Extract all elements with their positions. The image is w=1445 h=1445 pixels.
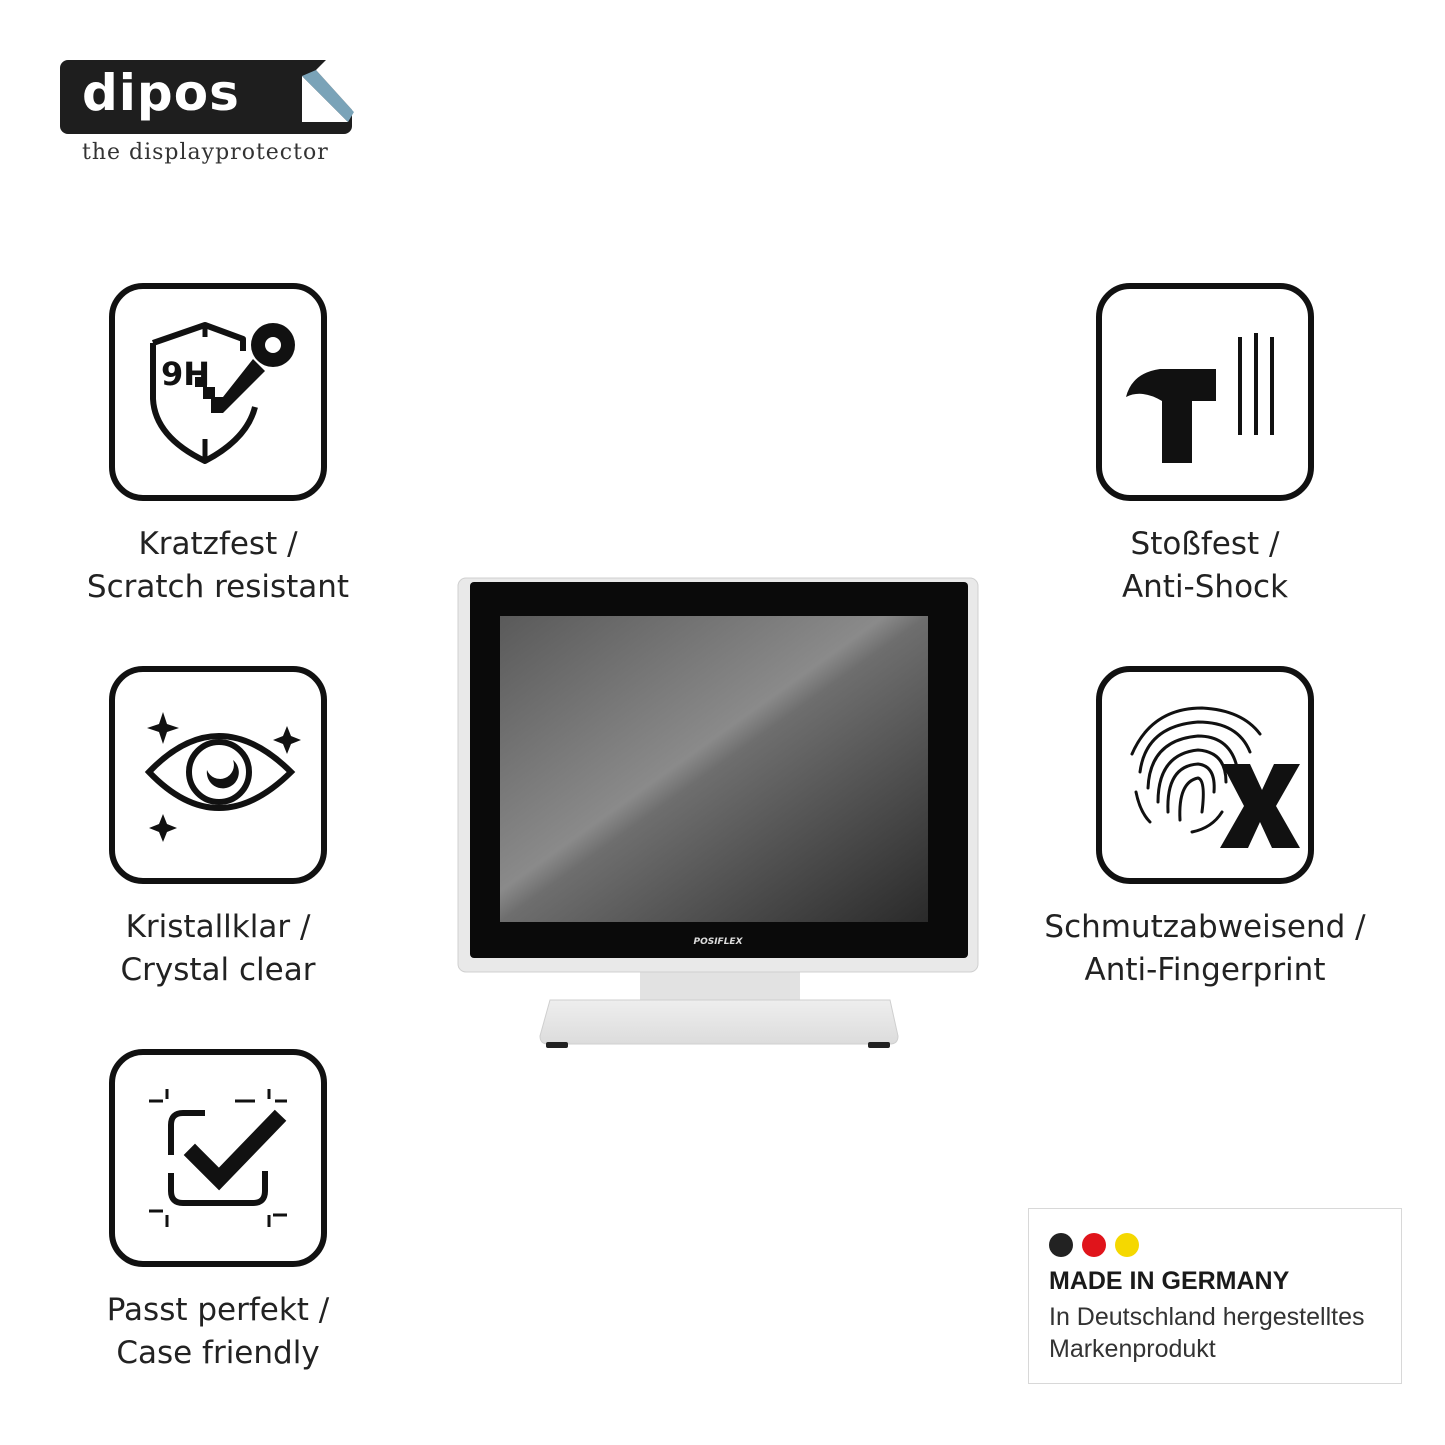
dipos-logo: dipos the displayprotector [60,60,360,180]
feature-label-en: Case friendly [116,1335,320,1371]
logo-tagline: the displayprotector [82,140,329,165]
pos-monitor-illustration: POSIFLEX [457,577,979,1048]
feature-label-de: Kratzfest / [138,526,298,562]
feature-label: Passt perfekt / Case friendly [48,1289,388,1375]
feature-anti-shock: Stoßfest / Anti-Shock [1035,283,1375,609]
badge-title: MADE IN GERMANY [1049,1267,1290,1295]
feature-label-de: Stoßfest / [1130,526,1280,562]
feature-label-en: Scratch resistant [86,569,350,605]
feature-icon-frame: 9H [109,283,327,501]
flag-dot-red [1082,1233,1107,1257]
feature-label: Schmutzabweisend / Anti-Fingerprint [1035,906,1375,992]
feature-case-friendly: Passt perfekt / Case friendly [48,1049,388,1375]
feature-label: Stoßfest / Anti-Shock [1035,523,1375,609]
logo-wordmark: dipos [82,64,240,122]
feature-scratch-resistant: 9H Kratzfest / Scratch resistant [48,283,388,609]
made-in-germany-badge: MADE IN GERMANY In Deutschland hergestel… [1028,1208,1402,1384]
monitor-brand-label: POSIFLEX [693,937,743,947]
scratch-resistant-9h-shield-key-icon: 9H [150,322,295,464]
svg-text:9H: 9H [161,355,210,393]
feature-label-en: Crystal clear [120,952,316,988]
checkmark-frame-icon [149,1089,287,1227]
hammer-impact-icon [1126,333,1274,463]
feature-label: Kristallklar / Crystal clear [48,906,388,992]
feature-icon-frame [1096,283,1314,501]
feature-label-de: Passt perfekt / [106,1292,330,1328]
feature-icon-frame [109,1049,327,1267]
logo-badge: dipos [60,60,354,134]
feature-icon-frame [109,666,327,884]
flag-dot-black [1049,1233,1073,1257]
german-flag-dots [1049,1233,1143,1261]
fingerprint-x-icon [1130,706,1300,848]
badge-subtitle: In Deutschland hergestelltes Markenprodu… [1049,1303,1365,1363]
feature-label-en: Anti-Fingerprint [1084,952,1326,988]
feature-label-de: Kristallklar / [125,909,311,945]
feature-label-de: Schmutzabweisend / [1044,909,1366,945]
page-peel-icon [302,60,354,122]
eye-sparkle-icon [144,712,301,842]
feature-icon-frame [1096,666,1314,884]
feature-anti-fingerprint: Schmutzabweisend / Anti-Fingerprint [1035,666,1375,992]
feature-label: Kratzfest / Scratch resistant [48,523,388,609]
pos-monitor-image: POSIFLEX [450,570,990,1060]
feature-crystal-clear: Kristallklar / Crystal clear [48,666,388,992]
flag-dot-gold [1115,1233,1140,1257]
feature-label-en: Anti-Shock [1121,569,1289,605]
